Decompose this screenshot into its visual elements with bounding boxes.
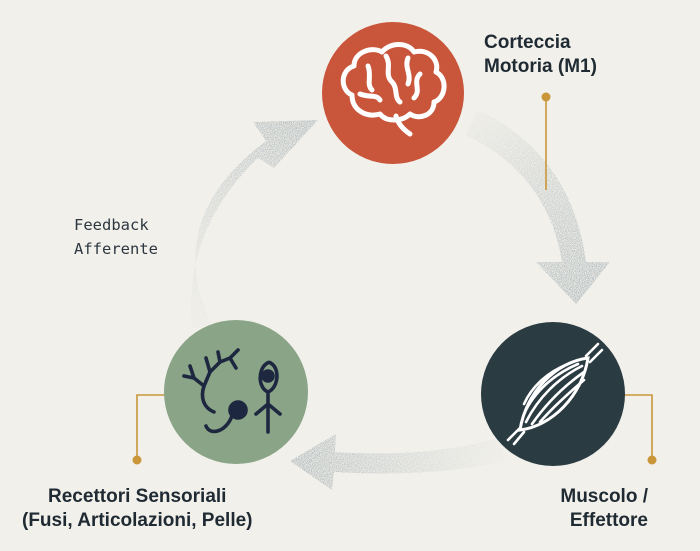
muscle-label-line2: Effettore <box>569 510 648 531</box>
node-cortex <box>322 22 464 164</box>
cortex-label: Corteccia Motoria (M1) <box>484 31 597 79</box>
node-receptors <box>164 320 308 464</box>
muscle-label: Muscolo / Effettore <box>560 485 648 533</box>
receptors-label-line1: Recettori Sensoriali <box>48 486 227 507</box>
cortex-label-line2: Motoria (M1) <box>484 56 597 77</box>
receptors-label-line2: (Fusi, Articolazioni, Pelle) <box>22 510 253 531</box>
arrow-cortex-to-muscle <box>466 110 610 304</box>
feedback-label-line2: Afferente <box>74 240 158 258</box>
node-muscle <box>481 322 625 466</box>
feedback-label-line1: Feedback <box>74 216 149 234</box>
feedback-label: Feedback Afferente <box>74 213 158 261</box>
leader-line-cortex <box>541 92 551 190</box>
arrow-feedback <box>191 120 318 328</box>
leader-line-receptors <box>132 394 168 465</box>
brain-icon <box>340 42 447 137</box>
leader-line-muscle <box>625 394 657 465</box>
muscle-label-line1: Muscolo / <box>560 486 648 507</box>
receptor-icon <box>182 348 282 434</box>
receptors-label: Recettori Sensoriali (Fusi, Articolazion… <box>22 485 253 533</box>
cortex-label-line1: Corteccia <box>484 32 571 53</box>
arrow-muscle-to-receptors <box>290 434 505 490</box>
muscle-icon <box>506 342 604 446</box>
